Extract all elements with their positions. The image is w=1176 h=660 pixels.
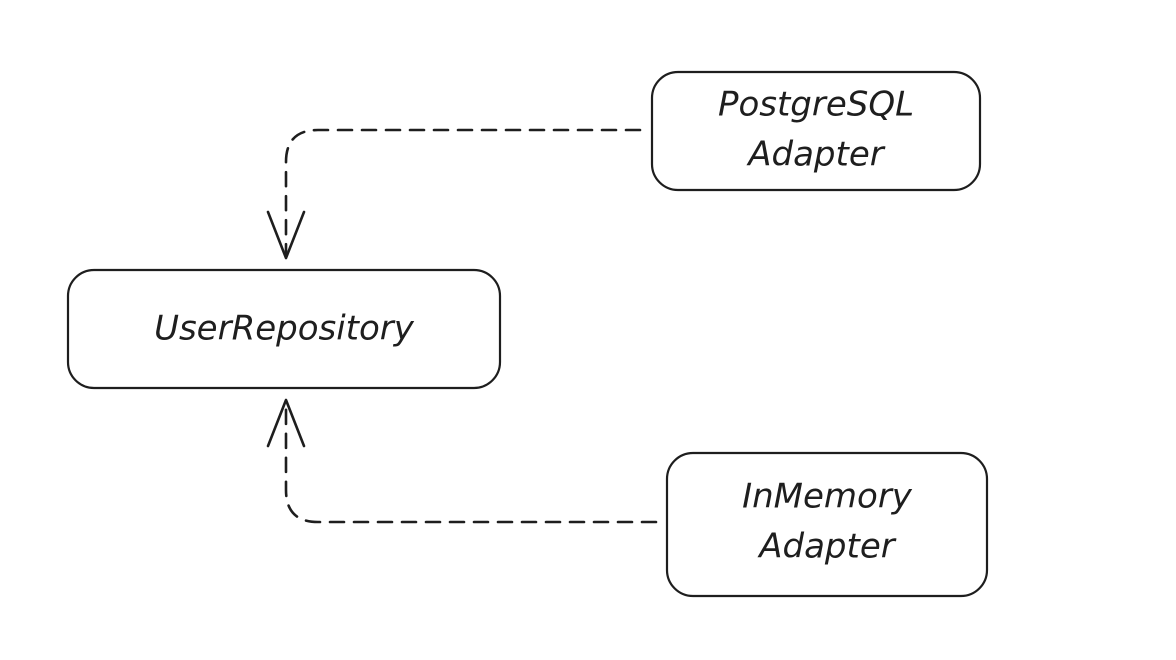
arrowhead-down-icon: [266, 210, 306, 260]
edge-postgresql-to-userrepository: [266, 128, 642, 260]
node-label-line-2: Adapter: [746, 135, 886, 175]
node-label-line-1: PostgreSQL: [718, 85, 914, 125]
dashed-connector-line: [284, 128, 642, 258]
arrowhead-up-icon: [266, 398, 306, 448]
node-label: UserRepository: [154, 309, 415, 349]
node-box: [650, 70, 982, 192]
node-inmemory-adapter[interactable]: InMemory Adapter: [665, 451, 989, 598]
node-label-line-2: Adapter: [757, 527, 897, 567]
node-label-line-1: InMemory: [742, 477, 913, 517]
node-box: [665, 451, 989, 598]
node-postgresql-adapter[interactable]: PostgreSQL Adapter: [650, 70, 982, 192]
node-user-repository[interactable]: UserRepository: [66, 268, 502, 390]
edge-inmemory-to-userrepository: [266, 398, 658, 524]
dashed-connector-line: [284, 400, 658, 524]
node-box: [66, 268, 502, 390]
